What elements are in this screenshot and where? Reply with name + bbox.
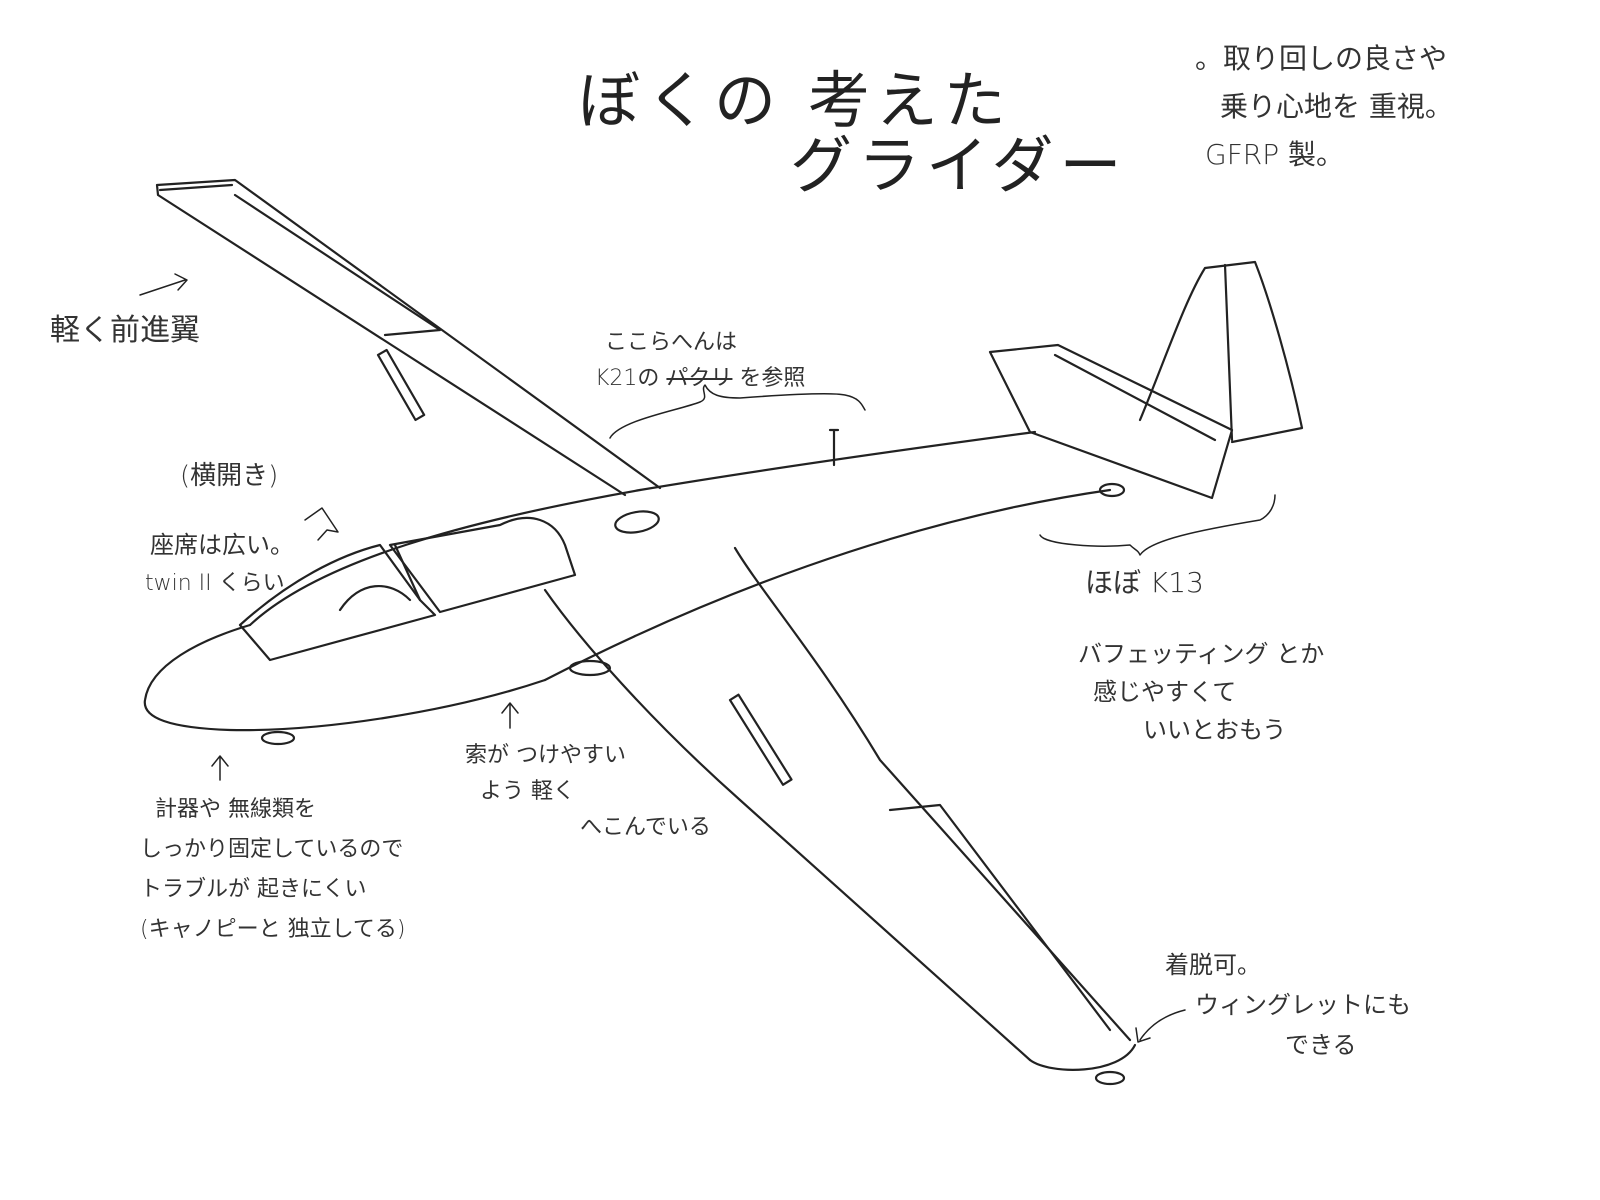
- rudder-line: [1223, 263, 1234, 442]
- instrument-line: 計器や 無線類を: [155, 797, 316, 822]
- wingtip-note: 着脱可。 ウィングレットにも できる: [1165, 945, 1411, 1065]
- canopy-front: [238, 543, 437, 662]
- canopy-open-note: (横開き): [180, 461, 279, 491]
- left-wing-tip: [158, 183, 234, 192]
- fuselage-nose: [143, 623, 547, 732]
- fuselage-belly: [543, 488, 1112, 682]
- right-aileron-line: [888, 803, 1112, 1032]
- title-line-2: グライダー: [790, 129, 1128, 202]
- right-wing-tip: [1028, 1043, 1137, 1071]
- wing-arrow: [139, 273, 188, 296]
- nose-arrow: [211, 755, 229, 781]
- canopy-rear: [388, 516, 577, 614]
- canopy-open-arrow: [304, 507, 339, 541]
- wingtip-arrow: [1135, 1009, 1186, 1043]
- concept-note: 。取り回しの良さや 乗り心地を 重視。 GFRP 製。: [1195, 35, 1453, 179]
- buffeting-line: バフェッティング とか: [1078, 640, 1325, 668]
- k21-note-line: ここらへんは: [605, 330, 738, 355]
- wingtip-line: できる: [1285, 1031, 1357, 1059]
- k21-note-prefix: K21の: [595, 366, 667, 391]
- right-wing: [543, 546, 1132, 1062]
- title-line-1: ぼくの 考えた: [578, 64, 1012, 137]
- buffeting-line: いいとおもう: [1143, 716, 1287, 744]
- k21-brace: [609, 384, 866, 439]
- horizontal-stabilizer: [988, 343, 1234, 500]
- twin-note: twin II くらい: [145, 571, 285, 596]
- concept-line: 。取り回しの良さや: [1195, 42, 1448, 75]
- nose-wheel: [260, 730, 296, 746]
- tow-line: 索が つけやすい: [465, 743, 626, 768]
- tail-wheel: [1098, 482, 1126, 498]
- instrument-note: 計器や 無線類を しっかり固定しているので トラブルが 起きにくい (キャノピー…: [140, 790, 406, 950]
- k13-note: ほぼ K13: [1085, 566, 1204, 599]
- vertical-fin: [1138, 260, 1304, 444]
- tow-line: よう 軽く: [480, 779, 575, 804]
- wingtip-wheel: [1094, 1070, 1126, 1086]
- fuselage-top: [638, 430, 1037, 492]
- buffeting-line: 感じやすくて: [1093, 678, 1237, 706]
- k21-note: ここらへんは K21の パクリ を参照: [595, 325, 806, 397]
- seat: [338, 585, 412, 612]
- elevator-line: [1053, 353, 1217, 442]
- canopy-frame: [393, 543, 422, 602]
- main-wheel: [568, 659, 612, 677]
- left-wing: [155, 178, 662, 497]
- left-aileron-line: [233, 193, 442, 337]
- instrument-line: しっかり固定しているので: [140, 837, 404, 862]
- wingtip-line: 着脱可。: [1165, 951, 1261, 979]
- right-spoiler: [728, 693, 793, 786]
- k21-note-suffix: を参照: [732, 366, 806, 391]
- left-spoiler: [376, 348, 426, 422]
- fuselage-hatch: [614, 510, 660, 534]
- k13-brace: [1039, 494, 1276, 556]
- fuselage-upper-front: [248, 488, 642, 627]
- tow-line: へこんでいる: [580, 815, 711, 840]
- instrument-line: トラブルが 起きにくい: [140, 877, 367, 902]
- instrument-line: (キャノピーと 独立してる): [140, 917, 406, 942]
- concept-line: GFRP 製。: [1205, 138, 1345, 171]
- seat-note: 座席は広い。: [150, 531, 294, 559]
- k21-note-struck: パクリ: [666, 366, 733, 391]
- wingtip-line: ウィングレットにも: [1195, 991, 1411, 1019]
- antenna: [828, 428, 840, 467]
- wing-note: 軽く前進翼: [50, 313, 200, 348]
- tow-arrow: [501, 702, 519, 729]
- buffeting-note: バフェッティング とか 感じやすくて いいとおもう: [1078, 635, 1324, 749]
- tow-note: 索が つけやすい よう 軽く へこんでいる: [465, 738, 711, 846]
- concept-line: 乗り心地を 重視。: [1220, 90, 1453, 123]
